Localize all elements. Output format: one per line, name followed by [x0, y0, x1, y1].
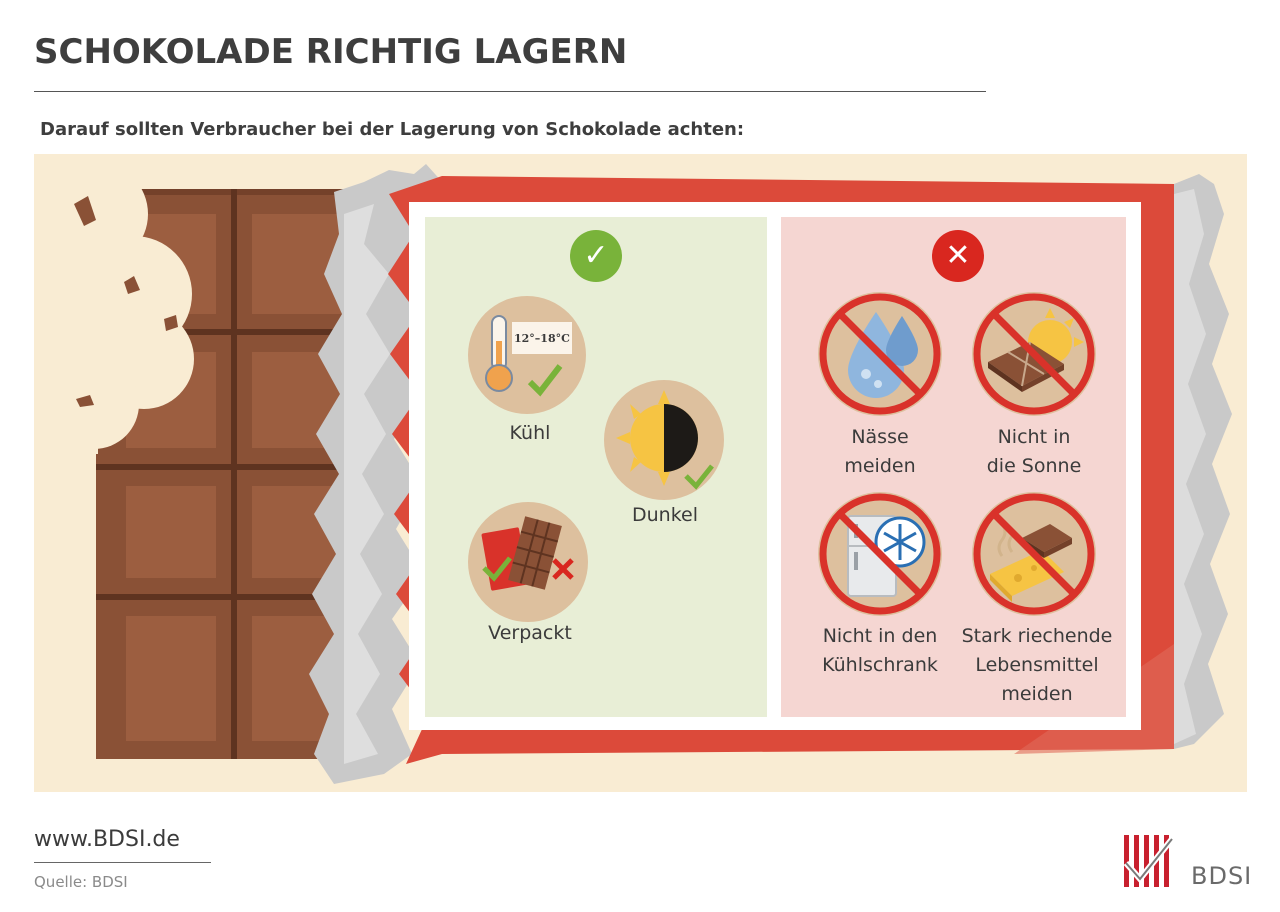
thermometer-icon: 12°–18°C	[468, 296, 586, 414]
page-title: SCHOKOLADE RICHTIG LAGERN	[34, 32, 628, 72]
label-sonne: Nicht in die Sonne	[986, 426, 1082, 477]
page-subtitle: Darauf sollten Verbraucher bei der Lager…	[40, 119, 745, 140]
label-kuehl: Kühl	[509, 422, 551, 444]
water-drops-icon	[818, 292, 942, 416]
bdsi-logo-mark	[1123, 835, 1175, 887]
fridge-icon	[818, 492, 942, 616]
chocolate-sun-icon	[972, 292, 1096, 416]
label-geruch: Stark riechende Lebensmittel meiden	[961, 625, 1113, 705]
title-divider	[34, 91, 986, 92]
cheese-icon	[972, 492, 1096, 616]
bdsi-logo	[1122, 833, 1242, 893]
label-dunkel: Dunkel	[631, 504, 698, 526]
wrapped-chocolate-icon	[468, 502, 588, 622]
source-note: Quelle: BDSI	[34, 873, 128, 891]
bdsi-logo-text: BDSI	[1191, 862, 1253, 890]
sun-moon-icon	[604, 380, 724, 500]
label-kuehlschrank: Nicht in den Kühlschrank	[822, 625, 938, 676]
cross-icon: ✕	[932, 230, 984, 282]
label-verpackt: Verpackt	[488, 622, 572, 644]
avoid-panel	[781, 217, 1126, 717]
footer-divider	[34, 862, 211, 863]
label-naesse: Nässe meiden	[844, 426, 916, 477]
website-link[interactable]: www.BDSI.de	[34, 827, 180, 852]
check-icon: ✓	[570, 230, 622, 282]
temperature-label: 12°–18°C	[514, 332, 570, 345]
